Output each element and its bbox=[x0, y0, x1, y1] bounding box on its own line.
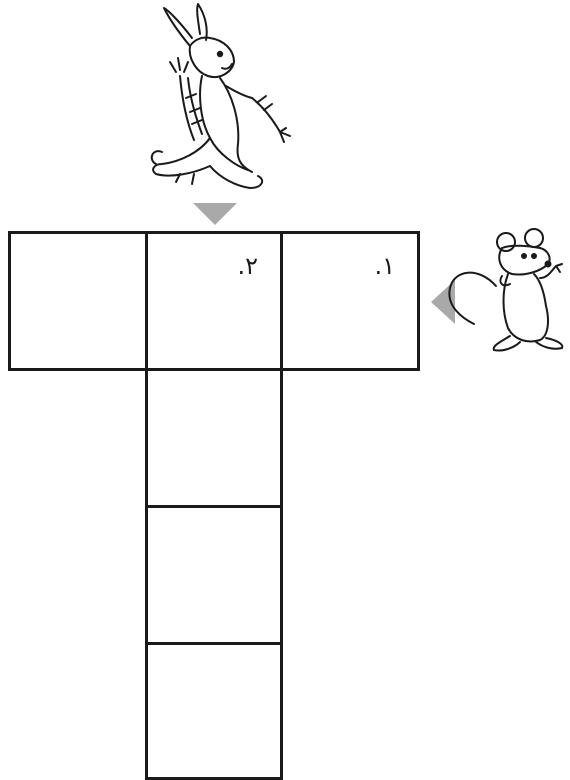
crossword-cell-1[interactable]: .۱ bbox=[280, 231, 420, 371]
clue-number-1: .۱ bbox=[374, 254, 395, 278]
crossword-cell-empty[interactable] bbox=[145, 642, 283, 780]
crossword-cell-empty[interactable] bbox=[145, 505, 283, 645]
clue-number-2: .۲ bbox=[237, 254, 258, 278]
crossword-cell-empty[interactable] bbox=[145, 368, 283, 508]
rabbit-icon bbox=[140, 2, 300, 197]
down-arrow-icon bbox=[193, 203, 237, 225]
crossword-cell-2[interactable]: .۲ bbox=[145, 231, 283, 371]
mouse-icon bbox=[444, 226, 570, 356]
crossword-cell-empty[interactable] bbox=[8, 231, 148, 371]
